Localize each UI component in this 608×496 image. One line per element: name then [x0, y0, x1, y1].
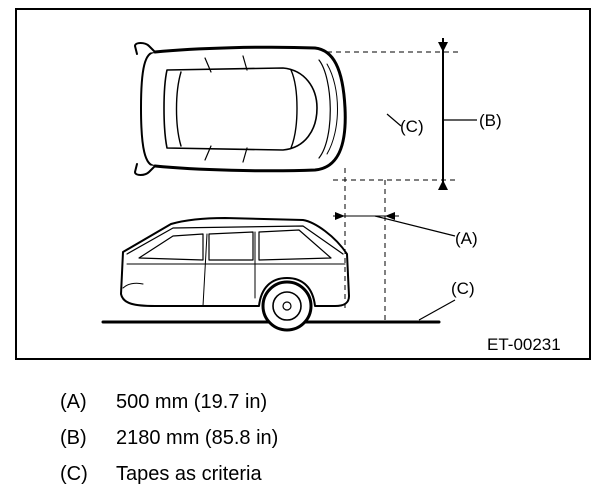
legend-value: 2180 mm (85.8 in) — [116, 427, 279, 449]
label-b: (B) — [479, 111, 502, 130]
legend-key: (B) — [60, 427, 87, 449]
car-top-view — [134, 42, 347, 176]
legend: (A) 500 mm (19.7 in) (B) 2180 mm (85.8 i… — [60, 384, 580, 492]
legend-value: 500 mm (19.7 in) — [116, 391, 268, 413]
car-side-view — [101, 217, 441, 332]
dimension-lines — [327, 38, 477, 324]
legend-item-c: (C) Tapes as criteria — [60, 456, 580, 492]
legend-key: (C) — [60, 463, 88, 485]
legend-item-b: (B) 2180 mm (85.8 in) — [60, 420, 580, 456]
diagram-svg: (C) (B) (A) (C) ET-00231 — [15, 8, 591, 360]
legend-key: (A) — [60, 391, 87, 413]
label-c-top: (C) — [400, 117, 424, 136]
diagram-figure: (C) (B) (A) (C) ET-00231 — [15, 8, 591, 360]
label-c-ground: (C) — [451, 279, 475, 298]
label-a: (A) — [455, 229, 478, 248]
legend-item-a: (A) 500 mm (19.7 in) — [60, 384, 580, 420]
figure-border — [15, 8, 591, 360]
figure-code: ET-00231 — [487, 335, 561, 354]
legend-value: Tapes as criteria — [116, 463, 262, 485]
